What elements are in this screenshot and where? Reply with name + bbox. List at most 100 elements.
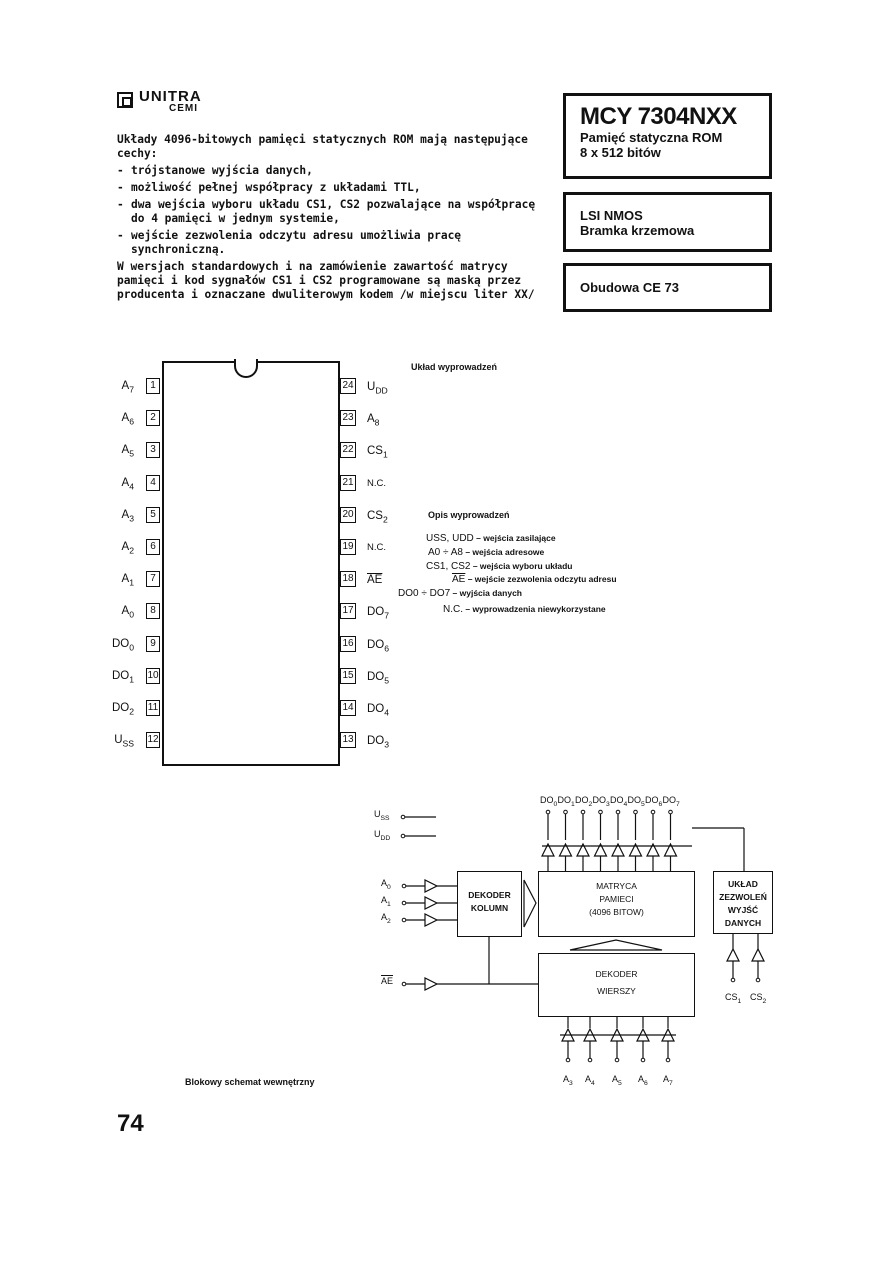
column-address-label: A1 (381, 895, 391, 908)
pin-number-box: 2 (146, 410, 160, 427)
pin-description-row: AE – wejście zezwolenia odczytu adresu (452, 574, 617, 585)
brand-name: UNITRA (139, 88, 202, 105)
part-number-box: MCY 7304NXX Pamięć statyczna ROM 8 x 512… (563, 93, 772, 179)
pin-label: CS2 (367, 509, 388, 525)
pin-label: UDD (367, 381, 388, 396)
intro-lead: Układy 4096-bitowych pamięci statycznych… (117, 133, 528, 160)
pin-number-box: 17 (340, 603, 356, 620)
technology-box: LSI NMOS Bramka krzemowa (563, 192, 772, 252)
pin-number-box: 1 (146, 378, 160, 394)
pin-label: CS1 (367, 445, 388, 460)
pin-number-box: 16 (340, 635, 356, 652)
pin-description-row: USS, UDD – wejścia zasilające (426, 533, 556, 544)
pin-number-box: 10 (146, 667, 160, 684)
column-address-label: A0 (381, 878, 391, 891)
pin-label: DO7 (367, 606, 390, 621)
pin-label: A3 (121, 508, 134, 524)
row-to-matrix-arrow (569, 939, 663, 951)
data-output-label: DO4 (610, 795, 628, 808)
memory-matrix-block: MATRYCA PAMIECI (4096 BITOW) (538, 871, 695, 937)
pin-number-box: 21 (340, 474, 356, 491)
pin-label: AE (367, 574, 383, 587)
pin-number-box: 18 (340, 571, 356, 588)
unitra-logo-icon (117, 92, 133, 108)
pin-label: A2 (121, 541, 134, 556)
chip-notch (234, 359, 258, 378)
data-output-label: DO3 (592, 795, 610, 808)
technology-line: LSI NMOS (580, 208, 643, 223)
pinout-title: Układ wyprowadzeń (411, 362, 498, 372)
pin-number-box: 12 (146, 732, 160, 749)
pin-label: A7 (121, 380, 134, 395)
input-buffer-icon (424, 896, 439, 910)
pin-label: A5 (121, 444, 134, 459)
data-output-label: DO6 (645, 795, 663, 808)
pin-label: N.C. (367, 542, 386, 553)
pin-label: DO6 (367, 638, 390, 653)
intro-closing: W wersjach standardowych i na zamówienie… (117, 260, 535, 301)
pin-description-row: CS1, CS2 – wejścia wyboru układu (426, 561, 573, 572)
pin-number-box: 24 (340, 378, 356, 394)
pin-label: A0 (121, 605, 134, 620)
package-box: Obudowa CE 73 (563, 263, 772, 312)
part-organization: 8 x 512 bitów (580, 145, 661, 160)
pin-number-box: 11 (146, 700, 160, 716)
row-decoder-block: DEKODER WIERSZY (538, 953, 695, 1017)
pin-label: DO3 (367, 735, 390, 750)
pin-label: USS (114, 734, 134, 749)
chip-select-label: CS1 (725, 992, 742, 1005)
page-number: 74 (117, 1110, 144, 1137)
row-address-label: A3 (563, 1074, 573, 1087)
pin-number-box: 20 (340, 506, 356, 523)
pin-number-box: 19 (340, 539, 356, 555)
part-number: MCY 7304NXX (580, 103, 737, 130)
data-output-label: DO1 (557, 795, 575, 808)
package-line: Obudowa CE 73 (580, 280, 679, 295)
pin-label: A6 (121, 412, 134, 427)
pin-number-box: 5 (146, 506, 160, 523)
block-diagram-caption: Blokowy schemat wewnętrzny (185, 1077, 315, 1087)
pin-number-box: 7 (146, 571, 160, 588)
row-address-label: A4 (585, 1074, 595, 1087)
data-output-label: DO2 (575, 795, 593, 808)
pin-label: DO2 (111, 702, 134, 717)
pin-number-box: 23 (340, 410, 356, 427)
intro-text: Układy 4096-bitowych pamięci statycznych… (117, 133, 542, 302)
pin-label: DO1 (111, 669, 134, 685)
pin-number-box: 13 (340, 732, 356, 749)
chip-select-buffer-icon (726, 947, 740, 962)
pin-number-box: 3 (146, 442, 160, 459)
chip-select-buffer-icon (751, 947, 765, 962)
decoder-to-matrix-arrow (523, 879, 537, 928)
pin-number-box: 15 (340, 667, 356, 684)
data-output-label: DO0 (540, 795, 558, 808)
enable-input-label: AE (381, 976, 394, 986)
pin-label: DO0 (111, 637, 134, 652)
row-address-label: A5 (612, 1074, 622, 1087)
pin-number-box: 22 (340, 442, 356, 459)
pin-label: DO5 (367, 670, 390, 686)
row-address-label: A7 (663, 1074, 673, 1087)
row-address-label: A6 (638, 1074, 648, 1087)
pin-number-box: 8 (146, 603, 160, 620)
pin-number-box: 4 (146, 474, 160, 491)
feature-item: -trójstanowe wyjścia danych, (117, 164, 313, 177)
pin-description-title: Opis wyprowadzeń (428, 510, 510, 520)
feature-item: -wejście zezwolenia odczytu adresu umożl… (117, 229, 462, 256)
supply-label: UDD (374, 829, 391, 842)
pin-label: A1 (121, 573, 134, 588)
data-output-label: DO7 (662, 795, 680, 808)
pin-label: A8 (367, 413, 380, 428)
pin-label: DO4 (367, 703, 390, 718)
pin-label: A4 (121, 476, 134, 491)
feature-item: -dwa wejścia wyboru układu CS1, CS2 pozw… (117, 198, 536, 225)
pin-number-box: 6 (146, 539, 160, 555)
chip-select-label: CS2 (750, 992, 767, 1005)
column-decoder-block: DEKODER KOLUMN (457, 871, 522, 937)
input-buffer-icon (424, 879, 439, 893)
pin-description-row: A0 ÷ A8 – wejścia adresowe (428, 547, 545, 558)
feature-item: -możliwość pełnej współpracy z układami … (117, 181, 421, 194)
output-enable-block: UKŁAD ZEZWOLEŃ WYJŚĆ DANYCH (713, 871, 773, 934)
pin-number-box: 14 (340, 700, 356, 716)
